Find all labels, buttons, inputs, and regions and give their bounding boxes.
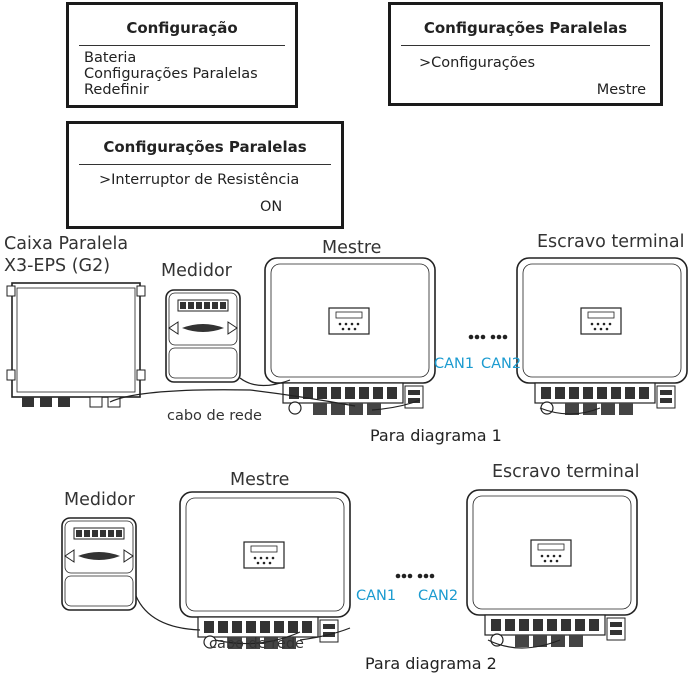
menu-item-bateria: Bateria [84, 50, 137, 66]
title-divider [79, 45, 285, 46]
title-divider [401, 45, 650, 46]
menu-box-configuracao: Configuração Bateria Configurações Paral… [66, 2, 298, 108]
parallel-box-icon [6, 282, 146, 408]
meter-icon [61, 517, 137, 611]
menu-option: >Configurações [419, 55, 536, 71]
ellipsis-icon [395, 573, 435, 579]
master-label: Mestre [230, 470, 290, 490]
menu-title: Configurações Paralelas [103, 138, 307, 156]
cables [109, 377, 601, 415]
meter-label: Medidor [161, 261, 232, 281]
parallel-box-label: Caixa Paralela [4, 234, 129, 254]
meter-label: Medidor [64, 490, 135, 510]
can1-label: CAN1 [434, 356, 475, 372]
master-label: Mestre [322, 238, 382, 258]
master-inverter-icon [264, 257, 436, 416]
menu-item-configuracoes-paralelas: Configurações Paralelas [84, 66, 258, 82]
menu-item-redefinir: Redefinir [84, 82, 149, 98]
slave-inverter-icon [466, 489, 638, 648]
menu-option: >Interruptor de Resistência [99, 172, 300, 188]
slave-label: Escravo terminal [537, 232, 685, 252]
menu-value: Mestre [596, 82, 646, 98]
menu-title: Configuração [126, 19, 238, 37]
meter-icon [165, 289, 241, 383]
title-divider [79, 164, 331, 165]
menu-box-interruptor: Configurações Paralelas >Interruptor de … [66, 121, 344, 229]
can1-label: CAN1 [356, 588, 397, 604]
ellipsis-icon [468, 334, 508, 340]
network-cable-label: cabo de rede [167, 408, 262, 424]
slave-label: Escravo terminal [492, 462, 640, 482]
network-cable-label: cabo de rede [209, 636, 304, 652]
diagram-caption: Para diagrama 2 [365, 654, 497, 673]
menu-title: Configurações Paralelas [423, 19, 628, 37]
can2-label: CAN2 [418, 588, 459, 604]
master-inverter-icon [179, 491, 351, 650]
menu-box-configuracoes-paralelas: Configurações Paralelas >Configurações M… [388, 2, 663, 106]
menu-value: ON [260, 199, 283, 215]
diagram-caption: Para diagrama 1 [370, 426, 502, 445]
parallel-box-model: X3-EPS (G2) [4, 256, 111, 276]
can2-label: CAN2 [481, 356, 522, 372]
slave-inverter-icon [516, 257, 688, 416]
cables [135, 595, 561, 649]
